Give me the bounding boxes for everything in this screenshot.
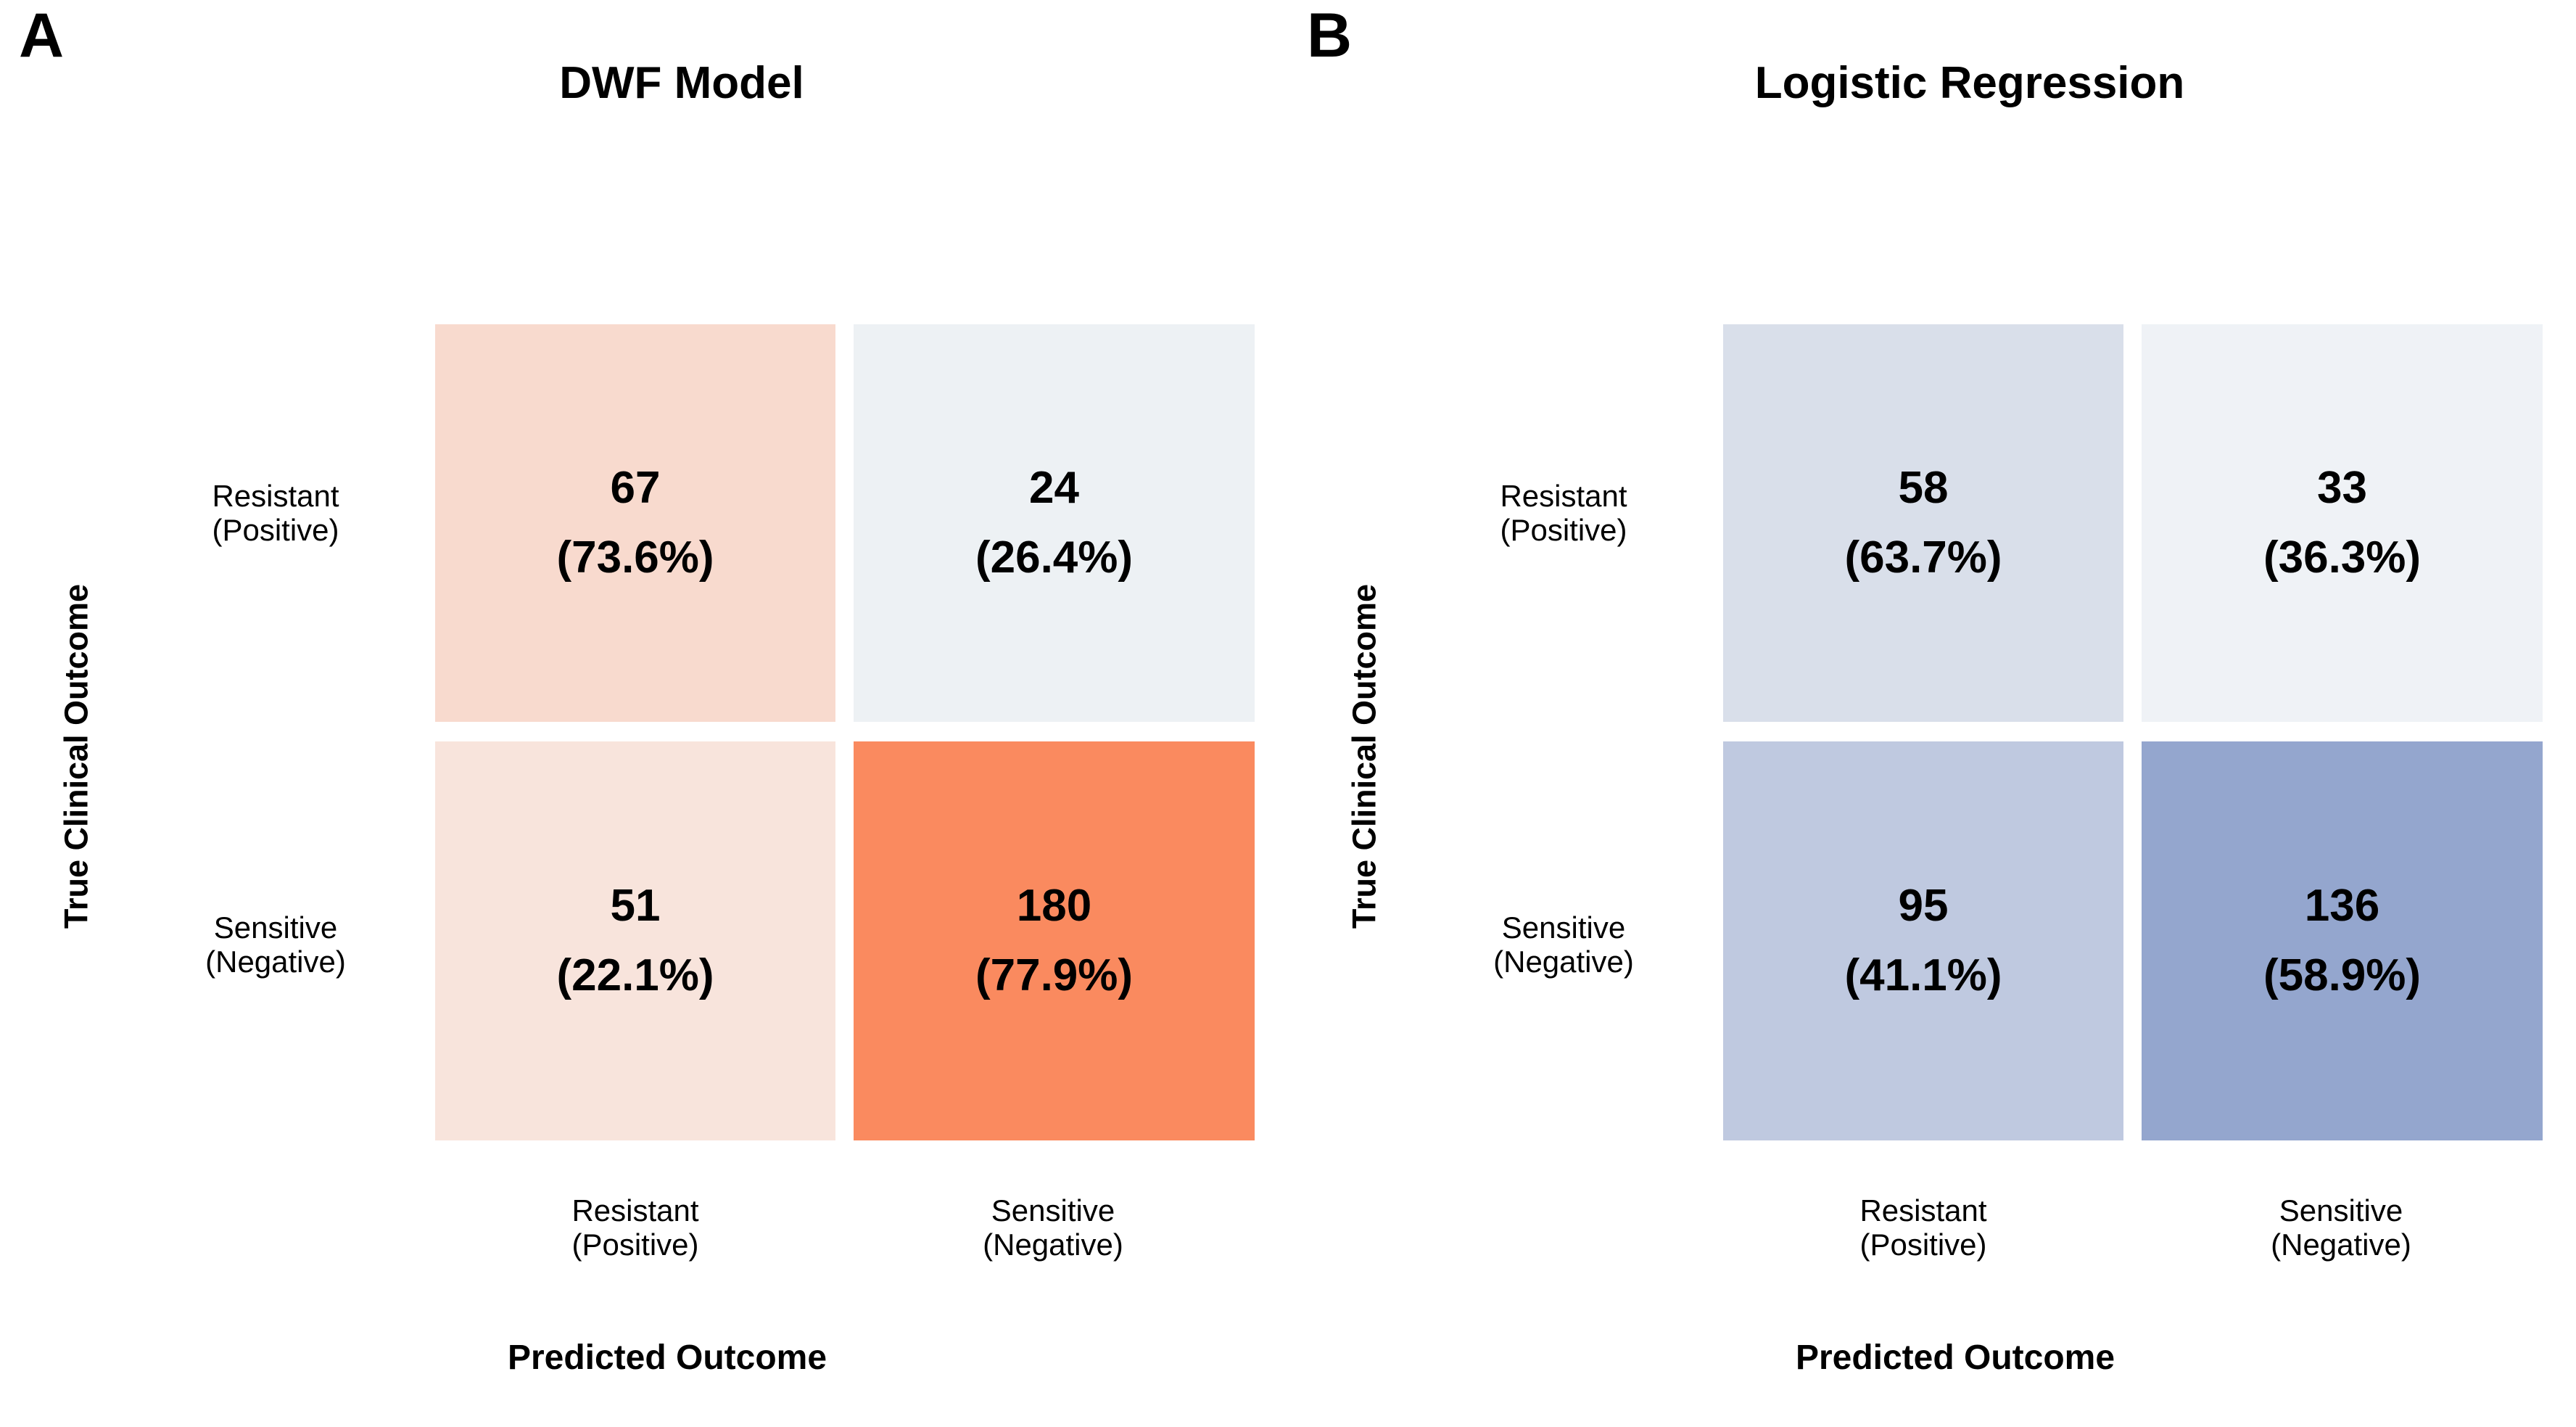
panel-letter-b: B [1307, 1, 1353, 70]
matrix-cell-b-0-1: 33 (36.3%) [2123, 324, 2543, 722]
matrix-cell-a-1-1-percent: (77.9%) [975, 950, 1134, 1000]
panel-title-b: Logistic Regression [1754, 58, 2185, 108]
y-axis-title-b: True Clinical Outcome [1345, 583, 1383, 929]
panel-a: A DWF Model True Clinical Outcome Resist… [19, 1, 1256, 1377]
row-tick-label-b-0-line1: Resistant [1500, 479, 1627, 513]
panel-b: B Logistic Regression True Clinical Outc… [1288, 0, 2576, 1427]
matrix-cell-a-1-1-count: 180 [1016, 881, 1092, 931]
matrix-cell-b-0-1-count: 33 [2317, 463, 2367, 513]
y-axis-title-a: True Clinical Outcome [57, 583, 95, 929]
row-tick-label-b-1-line1: Sensitive [1501, 910, 1626, 945]
matrix-cell-b-1-0-count: 95 [1898, 881, 1949, 931]
matrix-cell-b-1-0-percent: (41.1%) [1844, 950, 2002, 1000]
matrix-cell-a-0-1-percent: (26.4%) [975, 532, 1134, 583]
row-tick-label-a-1-line1: Sensitive [213, 910, 338, 945]
row-tick-label-a-0-line1: Resistant [212, 479, 339, 513]
matrix-cell-b-1-1: 136 (58.9%) [2123, 722, 2543, 1140]
matrix-cell-b-0-0: 58 (63.7%) [1723, 324, 2123, 722]
row-tick-label-a-0-line2: (Positive) [212, 513, 339, 548]
row-tick-label-a-1-line2: (Negative) [205, 945, 346, 979]
matrix-cell-a-0-0-count: 67 [610, 463, 661, 513]
col-tick-label-b-0-line1: Resistant [1859, 1193, 1987, 1227]
panel-letter-a: A [19, 1, 65, 70]
matrix-cell-a-1-0: 51 (22.1%) [435, 722, 835, 1140]
matrix-cell-a-1-1: 180 (77.9%) [835, 722, 1255, 1140]
matrix-cell-a-0-0-fill: 67 (73.6%) [435, 324, 835, 722]
matrix-cell-b-0-0-count: 58 [1898, 463, 1949, 513]
matrix-cell-b-0-0-fill: 58 (63.7%) [1723, 324, 2123, 722]
matrix-cell-a-0-0: 67 (73.6%) [435, 324, 835, 722]
row-tick-label-b-0-line2: (Positive) [1500, 513, 1627, 548]
matrix-cell-b-0-1-fill: 33 (36.3%) [2142, 324, 2543, 722]
matrix-cell-b-1-0-fill: 95 (41.1%) [1723, 741, 2123, 1140]
matrix-cell-a-1-1-fill: 180 (77.9%) [854, 741, 1255, 1140]
matrix-cell-a-0-1-fill: 24 (26.4%) [854, 324, 1255, 722]
matrix-cell-b-1-0: 95 (41.1%) [1723, 722, 2123, 1140]
row-tick-label-b-0: Resistant (Positive) [1419, 479, 1709, 547]
matrix-cell-a-0-1: 24 (26.4%) [835, 324, 1255, 722]
col-tick-label-a-0: Resistant (Positive) [432, 1193, 838, 1262]
matrix-cell-b-0-1-percent: (36.3%) [2263, 532, 2422, 583]
col-tick-label-b-1: Sensitive (Negative) [2138, 1193, 2544, 1262]
row-tick-label-a-0: Resistant (Positive) [131, 479, 421, 547]
row-tick-label-a-1: Sensitive (Negative) [131, 910, 421, 979]
row-tick-label-b-1: Sensitive (Negative) [1419, 910, 1709, 979]
matrix-cell-a-1-0-fill: 51 (22.1%) [435, 741, 835, 1140]
matrix-cell-a-0-1-count: 24 [1029, 463, 1079, 513]
confusion-matrix-b: 58 (63.7%) 33 (36.3%) 95 (41.1%) 136 [1723, 324, 2543, 1140]
col-tick-label-a-0-line2: (Positive) [571, 1227, 699, 1262]
col-tick-label-a-1-line2: (Negative) [983, 1227, 1123, 1262]
col-tick-label-b-0: Resistant (Positive) [1720, 1193, 2126, 1262]
x-axis-title-b: Predicted Outcome [1795, 1338, 2115, 1377]
matrix-cell-b-1-1-fill: 136 (58.9%) [2142, 741, 2543, 1140]
col-tick-label-b-0-line2: (Positive) [1859, 1227, 1987, 1262]
matrix-cell-b-1-1-count: 136 [2304, 881, 2380, 931]
col-tick-label-b-1-line1: Sensitive [2279, 1193, 2403, 1227]
x-axis-title-a: Predicted Outcome [507, 1338, 827, 1377]
col-tick-label-b-1-line2: (Negative) [2271, 1227, 2411, 1262]
matrix-cell-a-1-0-percent: (22.1%) [556, 950, 714, 1000]
row-tick-label-b-1-line2: (Negative) [1493, 945, 1634, 979]
col-tick-label-a-1-line1: Sensitive [991, 1193, 1115, 1227]
matrix-cell-b-0-0-percent: (63.7%) [1844, 532, 2002, 583]
matrix-cell-a-0-0-percent: (73.6%) [556, 532, 714, 583]
col-tick-label-a-1: Sensitive (Negative) [850, 1193, 1256, 1262]
matrix-cell-b-1-1-percent: (58.9%) [2263, 950, 2422, 1000]
confusion-matrix-a: 67 (73.6%) 24 (26.4%) 51 (22.1%) 180 [435, 324, 1255, 1140]
matrix-cell-a-1-0-count: 51 [610, 881, 661, 931]
col-tick-label-a-0-line1: Resistant [571, 1193, 699, 1227]
panel-title-a: DWF Model [559, 58, 804, 108]
